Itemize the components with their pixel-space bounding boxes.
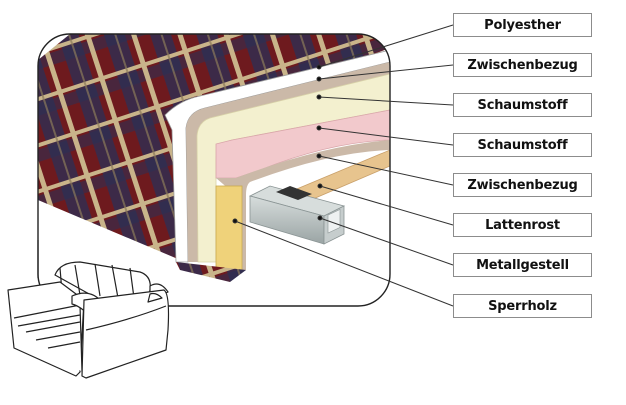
leader-plywood [234,220,454,307]
marker-dot [317,215,323,221]
sofa-icon [7,240,170,379]
leader-intermediate-top [318,64,454,80]
leader-polyester [318,24,454,68]
leader-slat [319,185,454,226]
label-metal-frame: Metallgestell [453,253,592,277]
marker-dot [316,94,322,100]
leader-foam-pink [318,127,454,146]
marker-dot [316,64,322,70]
label-slatted-frame: Lattenrost [453,213,592,237]
fabric-bottom [176,262,246,282]
leader-metal [319,217,454,266]
layer-metal-pad [276,186,312,200]
cutaway-illustration [38,34,390,306]
marker-dot [316,125,322,131]
leader-lines [232,24,454,307]
layer-plywood [215,185,243,271]
label-intermediate-cover-bottom: Zwischenbezug [453,173,592,197]
marker-dot [316,76,322,82]
leader-foam-cream [318,96,454,106]
label-foam-pink: Schaumstoff [453,133,592,157]
marker-dot [232,218,238,224]
label-polyester: Polyesther [453,13,592,37]
marker-dot [317,183,323,189]
cutaway-frame [37,33,391,307]
label-intermediate-cover-top: Zwischenbezug [453,53,592,77]
marker-dot [316,153,322,159]
fabric-side [38,100,185,262]
layer-intermediate-bottom [216,140,390,275]
label-plywood: Sperrholz [453,294,592,318]
leader-intermediate-bottom [318,155,454,186]
label-foam-upper: Schaumstoff [453,93,592,117]
